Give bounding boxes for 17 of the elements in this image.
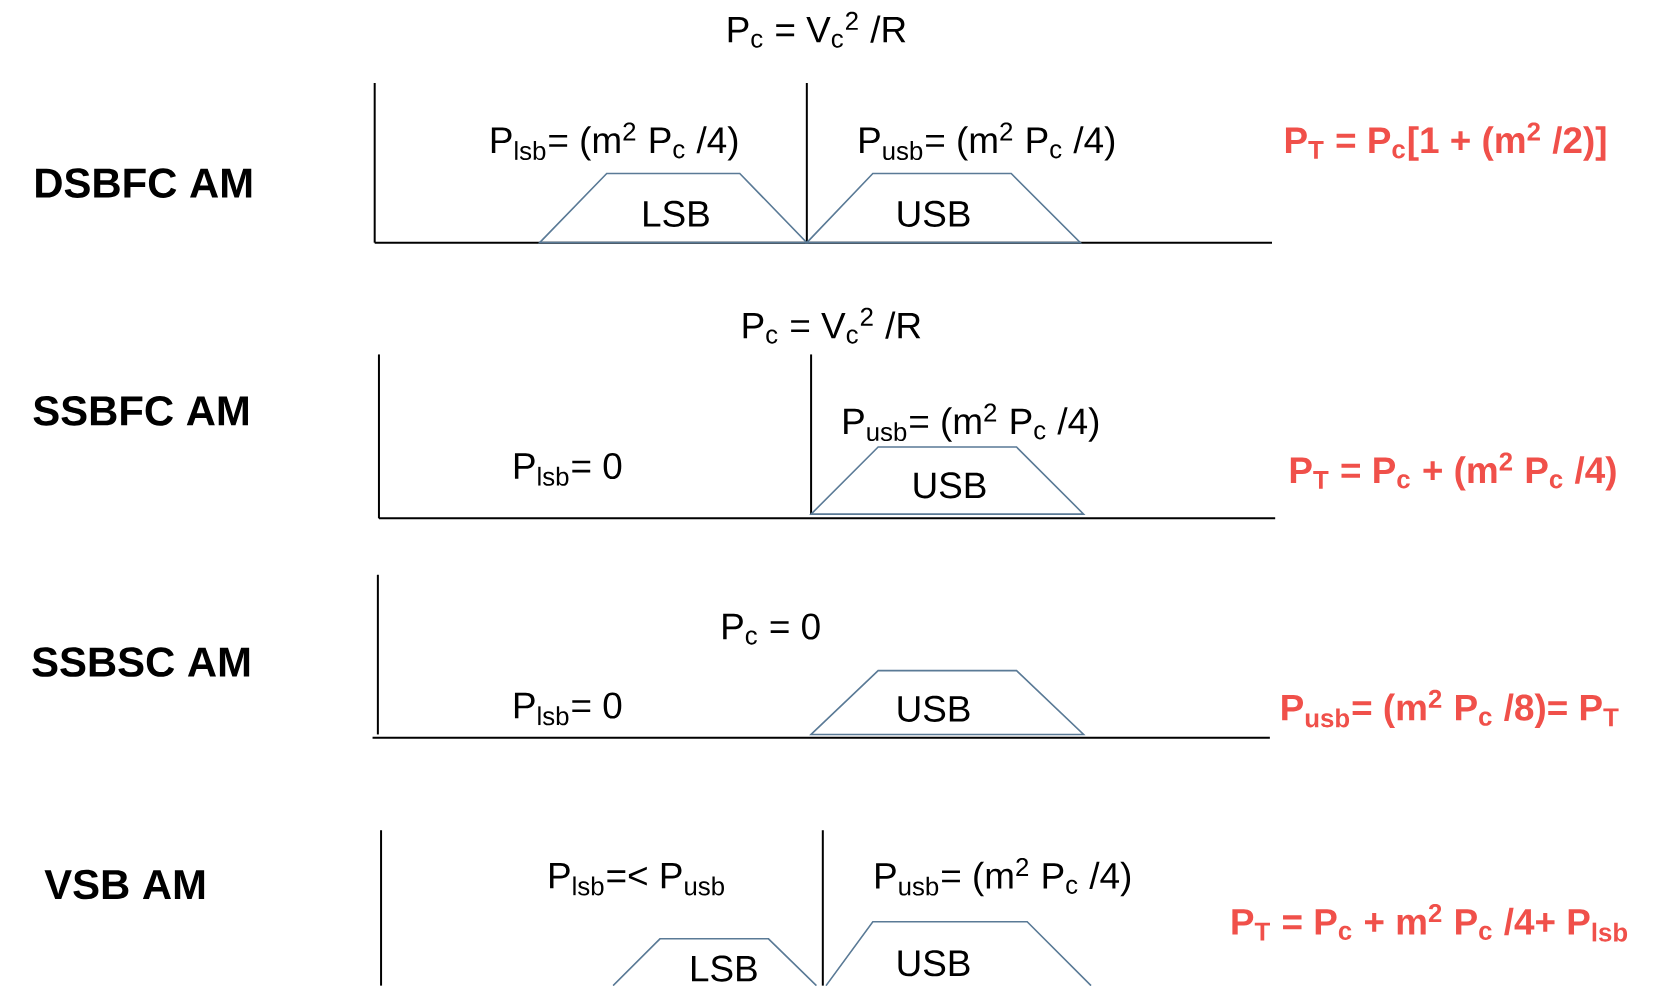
total-power-formula: P$_{T}$ = P$_{c}$ + (m$^{2}$ P$_{c}$ /4) [1290, 452, 1616, 491]
modulation-name: DSBFC AM [36, 168, 252, 198]
total-power-formula: P$_{usb}$= (m$^{2}$ P$_{c}$ /8)= P$_{T}$ [1282, 689, 1619, 728]
modulation-name: VSB AM [44, 869, 205, 900]
power-formula: P$_{usb}$= (m$^{2}$ P$_{c}$ /4) [860, 122, 1115, 161]
total-power-formula: P$_{T}$ = P$_{c}$[1 + (m$^{2}$ /2)] [1285, 122, 1606, 161]
power-formula: P$_{c}$ = V$_{c}$$^{2}$ /R [728, 11, 906, 48]
power-formula: P$_{usb}$= (m$^{2}$ P$_{c}$ /4) [876, 858, 1131, 897]
power-formula: P$_{c}$ = V$_{c}$$^{2}$ /R [743, 307, 921, 344]
sideband-trapezoid: LSB [612, 938, 818, 986]
power-formula: P$_{lsb}$= 0 [514, 692, 622, 726]
power-formula: P$_{lsb}$=< P$_{usb}$ [550, 862, 724, 896]
sideband-trapezoid: USB [825, 921, 1092, 986]
modulation-name: SSBFC AM [33, 396, 248, 426]
modulation-name: SSBSC AM [32, 647, 250, 677]
power-formula: P$_{lsb}$= 0 [514, 452, 622, 486]
total-power-formula: P$_{T}$ = P$_{c}$ + m$^{2}$ P$_{c}$ /4+ P$_{lsb}$ [1232, 904, 1628, 942]
